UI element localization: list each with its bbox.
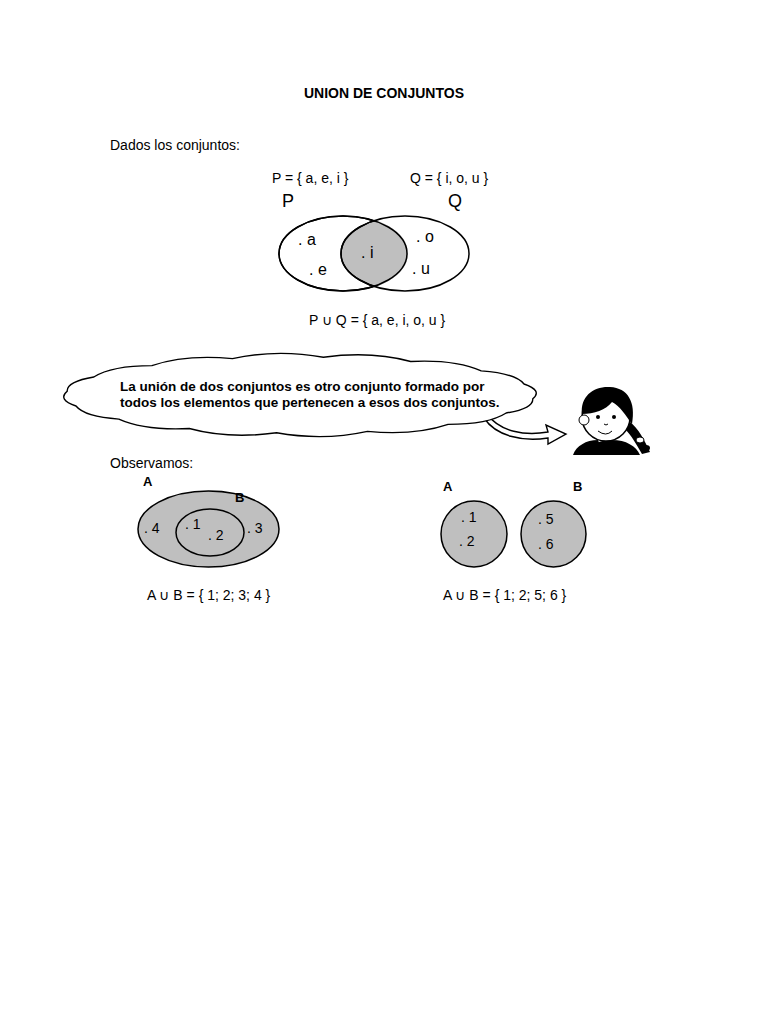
union-result: A ∪ B = { 1; 2; 5; 6 } — [443, 587, 566, 603]
set-circle-outline — [520, 500, 587, 568]
set-element: . e — [309, 261, 327, 279]
set-name: B — [573, 480, 582, 495]
intersection-region: . i — [340, 215, 408, 292]
intersection-region-outline — [340, 215, 408, 292]
set-element: . 6 — [538, 536, 554, 552]
set-element: . a — [298, 231, 316, 249]
set-name: A — [143, 475, 152, 490]
set-circle: A. 1. 2 — [440, 500, 508, 568]
set-element: . 1 — [185, 516, 201, 532]
set-name: A — [443, 480, 452, 495]
intro-text: Observamos: — [110, 455, 193, 471]
set-element: . 4 — [144, 520, 160, 536]
definition-text: La unión de dos conjuntos es otro conjun… — [120, 379, 520, 410]
page-title: UNION DE CONJUNTOS — [304, 85, 464, 101]
set-name: B — [235, 491, 244, 506]
set-element: . i — [361, 244, 373, 262]
set-name: Q — [448, 191, 462, 212]
set-ellipse: A. 4. 3B. 1. 2 — [137, 490, 280, 568]
set-element: . 2 — [459, 533, 475, 549]
set-element: . o — [416, 228, 434, 246]
speech-cloud: La unión de dos conjuntos es otro conjun… — [60, 352, 540, 438]
set-circle: B. 5. 6 — [520, 500, 587, 568]
set-definition: P = { a, e, i } — [272, 170, 348, 186]
union-result: A ∪ B = { 1; 2; 3; 4 } — [147, 587, 270, 603]
subset-ellipse: B. 1. 2 — [175, 508, 245, 557]
girl-illustration — [573, 387, 650, 455]
set-name: P — [282, 191, 294, 212]
union-result: P ∪ Q = { a, e, i, o, u } — [309, 312, 445, 328]
intro-text: Dados los conjuntos: — [110, 137, 240, 153]
set-element: . 3 — [247, 520, 263, 536]
set-element: . 2 — [208, 527, 224, 543]
set-element: . 1 — [461, 509, 477, 525]
set-definition: Q = { i, o, u } — [410, 170, 488, 186]
set-element: . u — [412, 260, 430, 278]
set-ellipse: Q. o. u — [340, 215, 470, 292]
set-ellipse-outline — [340, 215, 470, 292]
set-element: . 5 — [538, 511, 554, 527]
cloud-outline — [64, 353, 537, 436]
